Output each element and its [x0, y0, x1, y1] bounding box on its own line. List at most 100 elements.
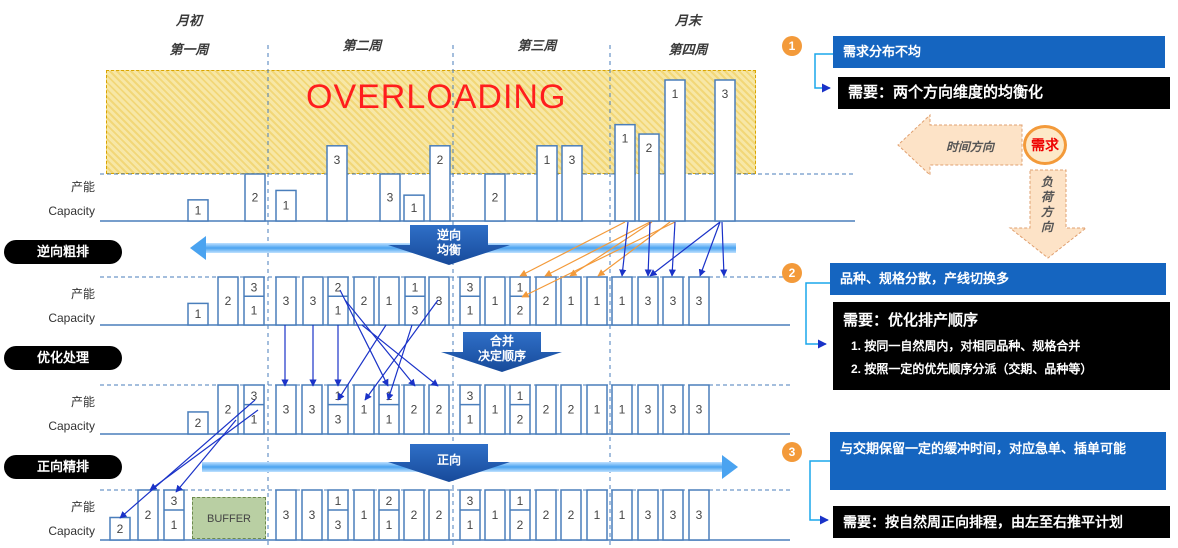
note-number-1: 1	[782, 36, 802, 56]
capacity-bar: 1	[403, 194, 425, 222]
bar-label: 2	[517, 412, 524, 426]
stage-optimize: 优化处理	[4, 346, 122, 370]
bar-rect	[459, 276, 481, 326]
capacity-bar: 2	[217, 276, 239, 326]
capacity-bar: 2	[535, 384, 557, 435]
bar-rect	[275, 276, 297, 326]
reverse-balance-arrow	[388, 225, 510, 265]
bar-rect	[301, 489, 323, 541]
bar-rect	[403, 489, 425, 541]
capacity-bar: 3	[714, 79, 736, 222]
note-2-item-1: 1. 按同一自然周内，对相同品种、规格合并	[851, 339, 1081, 353]
capacity-bar: 2	[353, 276, 375, 326]
bar-rect	[535, 384, 557, 435]
bar-label: 3	[251, 389, 258, 403]
capacity-bar: 21	[327, 276, 349, 326]
bar-label: 2	[411, 403, 418, 417]
bar-label: 1	[361, 508, 368, 522]
capacity-bar: 12	[509, 489, 531, 541]
flow-arrows	[119, 221, 728, 519]
bar-label: 1	[467, 518, 474, 532]
bar-label: 3	[251, 281, 258, 295]
flow-arrow	[644, 221, 652, 277]
capacity-bar: 2	[217, 384, 239, 435]
bar-rect	[378, 384, 400, 435]
load-direction-label: 负荷方向	[1038, 175, 1056, 235]
bar-rect	[714, 79, 736, 222]
bar-label: 1	[619, 403, 626, 417]
note-connector	[809, 460, 830, 525]
bar-label: 2	[517, 518, 524, 532]
bar-rect	[484, 384, 506, 435]
bar-rect	[326, 145, 348, 222]
week-4-top: 月末	[674, 13, 701, 28]
axis-en: Capacity	[48, 311, 95, 325]
note-2-panel: 需要：优化排产顺序 1. 按同一自然周内，对相同品种、规格合并 2. 按照一定的…	[833, 302, 1170, 390]
merge-order-label: 合并 决定顺序	[463, 334, 541, 364]
bar-rect	[662, 384, 684, 435]
bar-label: 3	[283, 403, 290, 417]
bar-rect	[688, 384, 710, 435]
flow-arrow	[119, 399, 256, 519]
buffer-block: BUFFER	[192, 497, 266, 539]
bar-label: 1	[361, 403, 368, 417]
capacity-bar: 2	[137, 489, 159, 541]
bar-rect	[614, 123, 636, 222]
capacity-bar: 12	[509, 276, 531, 326]
bar-label: 3	[283, 508, 290, 522]
bar-rect	[611, 276, 633, 326]
capacity-bar: 2	[244, 173, 266, 222]
bar-rect	[428, 276, 450, 326]
capacity-bar: 2	[638, 133, 660, 222]
bar-label: 3	[310, 294, 317, 308]
flow-arrow	[698, 221, 721, 277]
stage-reverse-rough: 逆向粗排	[4, 240, 122, 264]
bar-label: 2	[568, 508, 575, 522]
capacity-bar: 31	[459, 276, 481, 326]
capacity-bar: 1	[586, 384, 608, 435]
axis-cn: 产能	[70, 500, 95, 514]
bar-rect	[187, 302, 209, 326]
capacity-bar: 3	[561, 145, 583, 222]
capacity-bar: 2	[429, 145, 451, 222]
bar-label: 1	[517, 494, 524, 508]
week-1-bottom: 第一周	[169, 42, 209, 57]
capacity-bar: 12	[509, 384, 531, 435]
bar-label: 3	[283, 294, 290, 308]
flow-arrow	[149, 409, 259, 491]
bar-label: 2	[117, 522, 124, 536]
capacity-bar: 3	[326, 145, 348, 222]
bar-label: 2	[436, 403, 443, 417]
capacity-bar: 2	[187, 411, 209, 435]
bar-rect	[611, 384, 633, 435]
bar-label: 1	[568, 294, 575, 308]
bar-label: 1	[467, 304, 474, 318]
flow-arrow	[339, 289, 389, 387]
bar-label: 3	[696, 508, 703, 522]
bar-label: 1	[283, 199, 290, 213]
bar-rect	[638, 133, 660, 222]
bar-label: 1	[335, 494, 342, 508]
bar-label: 3	[309, 403, 316, 417]
capacity-bar: 2	[560, 489, 582, 541]
axis-cn: 产能	[70, 180, 95, 194]
axis-cn: 产能	[70, 395, 95, 409]
bar-label: 2	[517, 304, 524, 318]
bar-label: 3	[335, 518, 342, 532]
bar-rect	[484, 489, 506, 541]
bar-rect	[429, 145, 451, 222]
flow-arrow	[175, 419, 237, 493]
week-header-3: 第三周	[497, 35, 577, 54]
flow-arrow	[519, 221, 626, 277]
bar-rect	[637, 489, 659, 541]
bar-rect	[163, 489, 185, 541]
capacity-bar: 2	[535, 276, 557, 326]
week-3-bottom: 第三周	[517, 38, 557, 53]
bar-rect	[459, 384, 481, 435]
bar-rect	[353, 276, 375, 326]
bar-rect	[637, 384, 659, 435]
bar-rect	[535, 276, 557, 326]
bar-label: 3	[645, 294, 652, 308]
reverse-balance-label: 逆向 均衡	[410, 228, 488, 258]
